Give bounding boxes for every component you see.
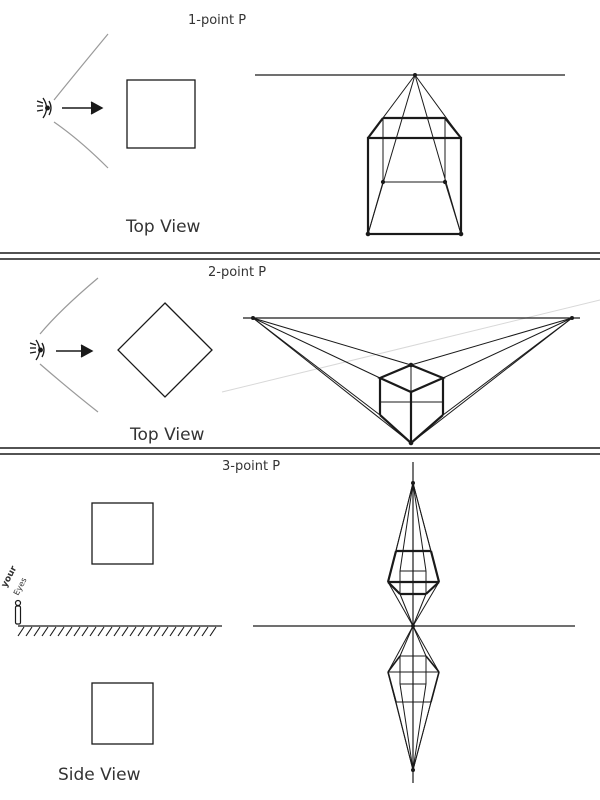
ground-hatching [17, 626, 217, 637]
top-view-square [126, 79, 196, 149]
three-point-title: 3-point P [222, 459, 280, 474]
two-point-caption: Top View [129, 425, 205, 445]
one-point-caption: Top View [125, 217, 201, 237]
view-cone-upper [53, 33, 109, 101]
panel-separator [0, 252, 600, 260]
arrow-right-icon [62, 101, 104, 115]
three-point-panel: 3-point P your Eyes [0, 459, 575, 785]
three-point-upper-box [386, 482, 441, 627]
two-point-cube [252, 317, 573, 446]
view-cone-lower [39, 363, 99, 413]
top-view-diamond [117, 302, 213, 398]
panel-separator [0, 447, 600, 455]
one-point-cube [365, 74, 464, 237]
lower-square [91, 682, 154, 745]
eye-icon [29, 339, 45, 361]
two-point-title: 2-point P [208, 265, 266, 280]
upper-square [91, 502, 154, 565]
eye-icon [36, 97, 52, 119]
figure-label-eyes: Eyes [12, 576, 29, 597]
one-point-panel: 1-point P Top View [36, 13, 565, 237]
one-point-title: 1-point P [188, 13, 246, 28]
three-point-lower-box [387, 625, 440, 771]
faint-guide-line [221, 299, 600, 393]
arrow-right-icon [56, 344, 94, 358]
person-figure [14, 599, 22, 625]
view-cone-upper [39, 277, 99, 335]
two-point-panel: 2-point P Top View [29, 265, 600, 446]
three-point-caption: Side View [58, 765, 141, 785]
view-cone-lower [53, 121, 109, 169]
